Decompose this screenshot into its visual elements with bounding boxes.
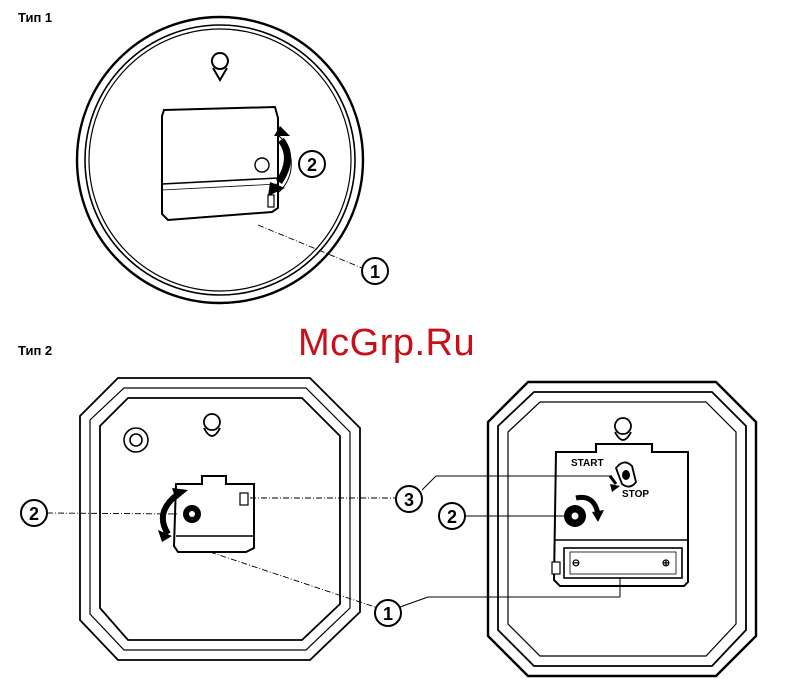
type2-right-clock: ⊖ ⊕ START STOP <box>375 382 756 676</box>
type2-right-callout-2: 2 <box>439 503 465 529</box>
start-label: START <box>571 458 604 469</box>
svg-text:2: 2 <box>29 504 39 524</box>
stop-label: STOP <box>622 489 649 500</box>
type1-round-clock: 2 1 <box>77 17 388 303</box>
svg-text:1: 1 <box>383 604 393 624</box>
type2-callout-1: 1 <box>375 600 401 626</box>
hanger-keyhole-icon <box>204 414 220 436</box>
svg-text:1: 1 <box>370 262 380 282</box>
svg-text:2: 2 <box>307 155 317 175</box>
type1-callout-2: 2 <box>299 151 325 177</box>
svg-text:3: 3 <box>404 490 414 510</box>
type2-callout-3: 3 <box>396 486 422 512</box>
type2-left-clock: 2 <box>21 378 396 660</box>
type1-movement-box <box>162 107 278 220</box>
hanger-keyhole-icon <box>212 53 228 80</box>
type2-left-callout-2: 2 <box>21 500 47 526</box>
screw-hole-icon <box>124 428 148 452</box>
battery-plus-icon: ⊕ <box>662 558 670 569</box>
hanger-keyhole-icon <box>615 418 631 440</box>
type1-callout-1: 1 <box>362 258 388 284</box>
svg-text:2: 2 <box>447 507 457 527</box>
type2-left-movement <box>174 476 254 552</box>
battery-minus-icon: ⊖ <box>572 558 580 569</box>
